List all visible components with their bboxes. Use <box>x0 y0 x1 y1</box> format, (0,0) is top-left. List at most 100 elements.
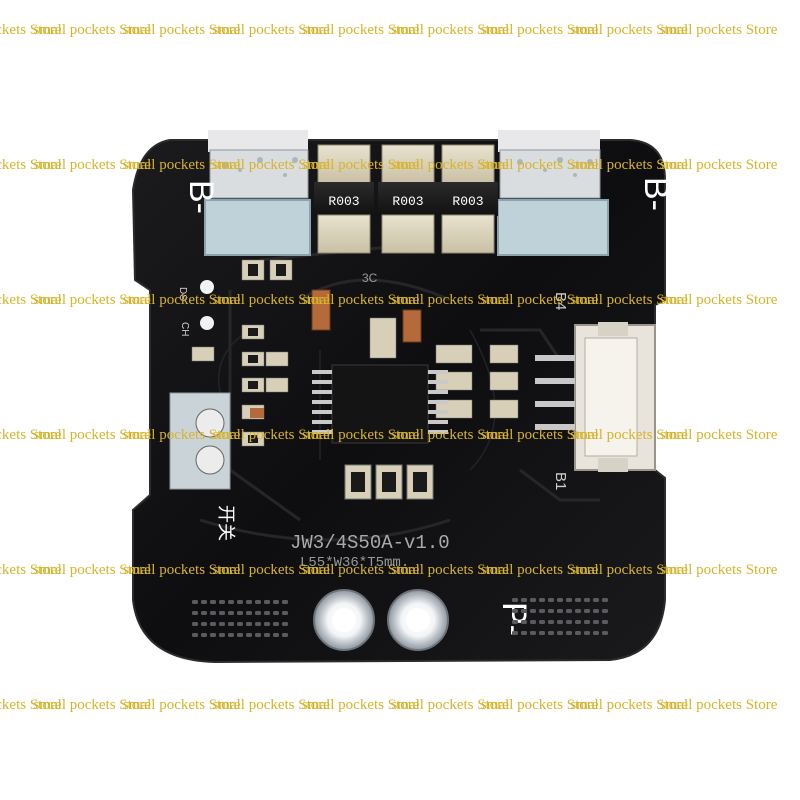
via <box>539 609 545 613</box>
via <box>246 611 252 615</box>
via <box>219 611 225 615</box>
via <box>575 631 581 635</box>
dimension-text: L55*W36*T5mm. <box>300 555 409 571</box>
via <box>512 598 518 602</box>
via-array-right <box>512 598 608 635</box>
via <box>602 609 608 613</box>
via <box>539 620 545 624</box>
via <box>246 600 252 604</box>
via <box>264 633 270 637</box>
smd-components-right <box>369 317 519 419</box>
via <box>219 633 225 637</box>
resistor-label-1: R003 <box>328 194 359 209</box>
via <box>273 600 279 604</box>
via <box>228 611 234 615</box>
via <box>192 611 198 615</box>
via <box>282 600 288 604</box>
via <box>282 633 288 637</box>
via <box>512 620 518 624</box>
via <box>273 622 279 626</box>
svg-text:CH: CH <box>179 322 190 336</box>
via <box>584 620 590 624</box>
via <box>602 620 608 624</box>
busbar-right <box>497 149 609 256</box>
via <box>273 611 279 615</box>
via <box>539 631 545 635</box>
via <box>237 622 243 626</box>
via <box>246 633 252 637</box>
via <box>246 622 252 626</box>
via <box>219 622 225 626</box>
smd-dark-bodies-left <box>248 264 286 443</box>
via <box>228 600 234 604</box>
via <box>575 598 581 602</box>
label-p-minus: P- <box>495 602 533 636</box>
led-ch: CH <box>179 316 214 336</box>
busbar-left <box>204 149 311 256</box>
via <box>237 611 243 615</box>
via <box>530 598 536 602</box>
via <box>273 633 279 637</box>
via <box>557 620 563 624</box>
via <box>557 631 563 635</box>
smd-components-bottom <box>344 464 434 500</box>
via <box>593 620 599 624</box>
label-3c: 3C <box>362 271 378 285</box>
label-b-minus-left: B- <box>182 180 220 214</box>
via <box>237 633 243 637</box>
via <box>593 631 599 635</box>
via <box>512 631 518 635</box>
resistor-label-2: R003 <box>392 194 423 209</box>
via <box>548 598 554 602</box>
model-text: JW3/4S50A-v1.0 <box>290 532 450 554</box>
via <box>201 611 207 615</box>
via <box>210 633 216 637</box>
via <box>548 620 554 624</box>
via <box>557 598 563 602</box>
via <box>530 620 536 624</box>
via-array-left <box>192 600 288 637</box>
via <box>219 600 225 604</box>
via <box>557 609 563 613</box>
led-ds: DS <box>177 280 214 301</box>
output-pad-left <box>313 589 375 651</box>
via <box>539 598 545 602</box>
via <box>210 611 216 615</box>
via <box>201 600 207 604</box>
label-b4: B4 <box>552 292 569 310</box>
via <box>584 631 590 635</box>
via <box>255 611 261 615</box>
switch-terminal: 开关 <box>169 392 236 541</box>
balance-connector <box>535 322 656 472</box>
via <box>530 631 536 635</box>
via <box>237 600 243 604</box>
shunt-resistor-1: R003 <box>314 144 374 254</box>
via <box>566 609 572 613</box>
via <box>210 622 216 626</box>
via <box>602 598 608 602</box>
via <box>228 622 234 626</box>
via <box>264 622 270 626</box>
via <box>593 598 599 602</box>
via <box>228 633 234 637</box>
via <box>264 611 270 615</box>
via <box>566 620 572 624</box>
via <box>548 609 554 613</box>
via <box>192 633 198 637</box>
via <box>566 598 572 602</box>
via <box>521 598 527 602</box>
via <box>584 598 590 602</box>
via <box>192 622 198 626</box>
shunt-resistor-2: R003 <box>378 144 438 254</box>
via <box>201 622 207 626</box>
label-b1: B1 <box>552 472 569 490</box>
via <box>282 622 288 626</box>
via <box>521 631 527 635</box>
via <box>521 620 527 624</box>
via <box>575 609 581 613</box>
via <box>201 633 207 637</box>
via <box>255 600 261 604</box>
via <box>593 609 599 613</box>
via <box>282 611 288 615</box>
